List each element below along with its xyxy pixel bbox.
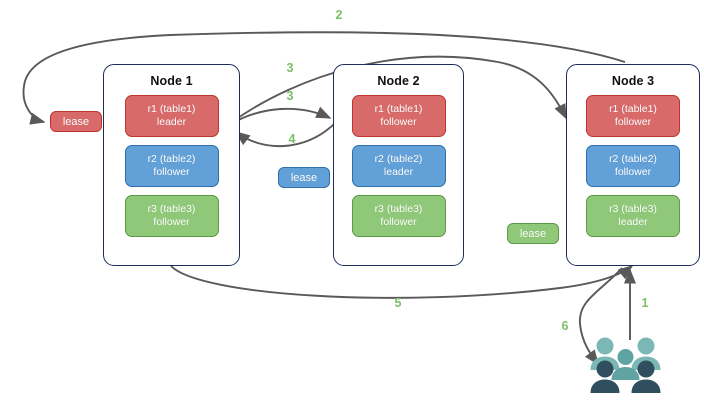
people-group-icon [590,337,661,393]
step-label-3b: 3 [286,89,294,103]
replica-box[interactable]: r2 (table2) follower [586,145,680,187]
replica-role: follower [614,116,652,128]
replica-name: r2 (table2) [609,153,657,165]
replica-role: leader [618,216,648,228]
lease-badge-red[interactable]: lease [50,111,102,132]
lease-badge-blue[interactable]: lease [278,167,330,188]
replica-name: r1 (table1) [147,103,196,115]
replica-role: leader [156,116,187,128]
replica-box[interactable]: r3 (table3) follower [351,195,446,237]
node-title: Node 2 [377,74,420,88]
step-label-3a: 3 [286,61,294,75]
replica-name: r3 (table3) [147,203,196,215]
replica-box[interactable]: r1 (table1) follower [586,95,680,137]
node-container-1[interactable]: Node 1 r1 (table1) leader r2 (table2) fo… [103,64,240,266]
replica-box[interactable]: r1 (table1) leader [124,95,219,137]
replica-role: follower [153,216,190,228]
step-label-2: 2 [335,8,343,22]
replica-box[interactable]: r3 (table3) follower [124,195,219,237]
node-container-3[interactable]: Node 3 r1 (table1) follower r2 (table2) … [566,64,700,266]
replica-name: r2 (table2) [374,153,423,165]
step-label-6: 6 [561,319,569,333]
replica-role: follower [380,216,417,228]
replica-role: follower [153,166,190,178]
node-title: Node 1 [150,74,193,88]
edge-5-node1-to-node3 [170,265,634,299]
replica-name: r3 (table3) [609,203,657,215]
replica-box[interactable]: r2 (table2) leader [351,145,446,187]
step-label-4: 4 [288,132,296,146]
replica-role: follower [614,166,652,178]
replica-box[interactable]: r2 (table2) follower [124,145,219,187]
node-container-2[interactable]: Node 2 r1 (table1) follower r2 (table2) … [333,64,464,266]
replica-name: r1 (table1) [609,103,657,115]
replica-name: r1 (table1) [374,103,423,115]
replica-box[interactable]: r1 (table1) follower [351,95,446,137]
edge-3-node1-to-node2 [230,106,332,125]
step-label-1: 1 [641,296,649,310]
replica-box[interactable]: r3 (table3) leader [586,195,680,237]
lease-badge-green[interactable]: lease [507,223,559,244]
step-label-5: 5 [394,296,402,310]
replica-name: r3 (table3) [374,203,423,215]
replica-role: leader [383,166,414,178]
replica-role: follower [380,116,417,128]
node-title: Node 3 [611,74,655,88]
replica-name: r2 (table2) [147,153,196,165]
